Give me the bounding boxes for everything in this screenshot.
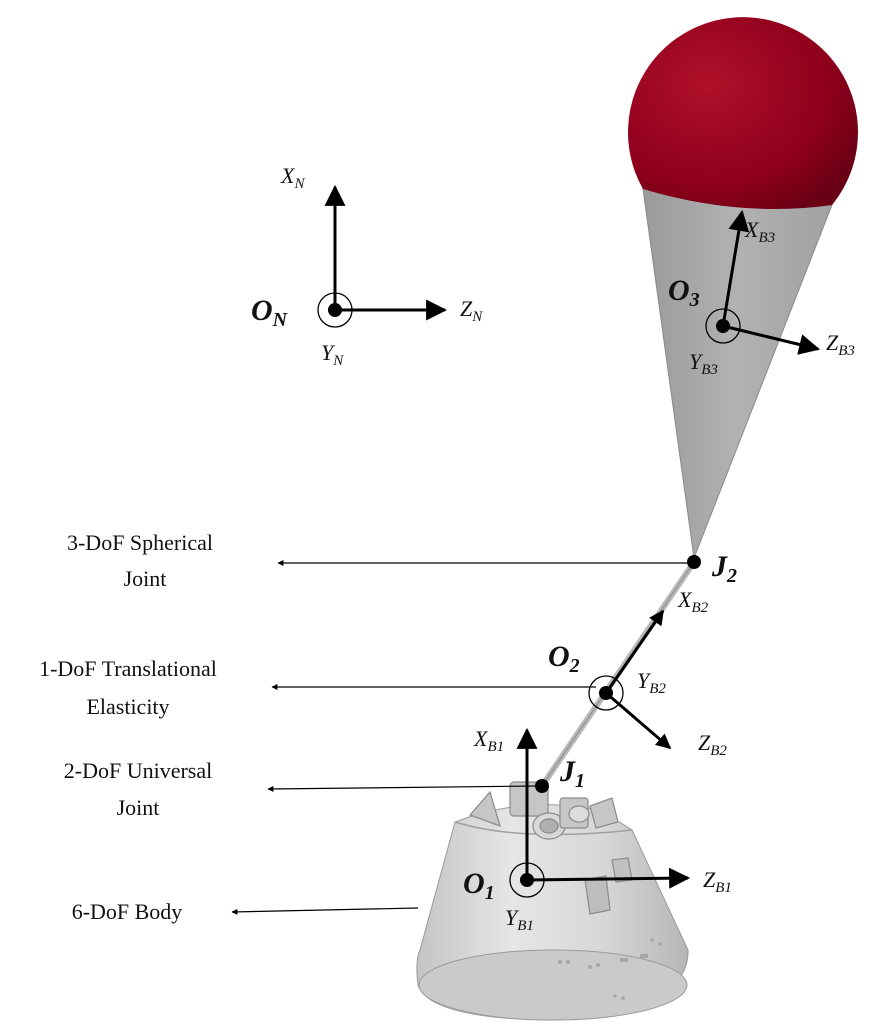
frame-n-y-label: YN — [321, 340, 344, 369]
frame-b2-y-circle — [588, 675, 624, 711]
joint-j2-dot — [687, 555, 701, 569]
capsule-body — [416, 781, 689, 1021]
frame-b2-z-axis — [605, 691, 672, 750]
frame-b2-origin-dot — [599, 686, 613, 700]
frame-b3-z-label: ZB3 — [826, 330, 855, 359]
joint-j2-label: J2 — [711, 550, 737, 587]
label-universal-joint-line1: 2-DoF Universal — [64, 758, 212, 783]
capsule-top-ring — [454, 821, 633, 836]
balloon-body — [627, 17, 858, 560]
frame-b3-x-label: XB3 — [744, 217, 775, 246]
frame-b1-origin-dot — [520, 873, 534, 887]
frame-b1-origin-label: O1 — [463, 867, 495, 904]
joint-j1: J1 — [535, 755, 585, 793]
label-spherical-joint-line1: 3-DoF Spherical — [67, 530, 213, 555]
label-universal-joint-line2: Joint — [117, 795, 160, 820]
joint-j2: J2 — [687, 550, 737, 587]
frame-n-x-label: XN — [280, 163, 305, 192]
label-body: 6-DoF Body — [72, 899, 183, 924]
callout-arrow-universal-joint — [267, 785, 539, 792]
capsule-base — [418, 949, 688, 1021]
frame-b3-x-axis — [721, 209, 750, 327]
joint-j1-dot — [535, 779, 549, 793]
frame-b3-z-axis — [722, 324, 821, 355]
frame-b3-origin-label: O3 — [668, 274, 700, 311]
frame-b3-y-circle — [705, 308, 741, 344]
callout-arrow-body — [231, 907, 419, 915]
callouts: 3-DoF Spherical Joint 1-DoF Translationa… — [39, 530, 690, 924]
frame-b2-origin-label: O2 — [548, 640, 580, 677]
capsule-surface-dots — [558, 938, 662, 1000]
joint-j1-label: J1 — [559, 755, 585, 792]
frame-n-z-label: ZN — [460, 296, 483, 325]
frame-n-origin-label: ON — [251, 294, 289, 331]
label-translational-elasticity-line2: Elasticity — [86, 694, 169, 719]
frame-b3: XB3 ZB3 YB3 O3 — [668, 209, 855, 378]
frame-n: XN ZN YN ON — [251, 163, 483, 369]
frame-b2-y-label: YB2 — [637, 668, 666, 697]
balloon-sphere — [627, 17, 858, 210]
frame-b1-z-axis — [526, 867, 691, 889]
frame-b2-z-label: ZB2 — [698, 730, 727, 759]
frame-n-y-circle — [317, 292, 353, 328]
frame-b1-y-circle — [509, 862, 545, 898]
frame-b1-y-label: YB1 — [505, 905, 534, 934]
frame-b3-y-label: YB3 — [689, 349, 718, 378]
label-spherical-joint-line2: Joint — [124, 566, 167, 591]
frame-b1-z-label: ZB1 — [703, 867, 732, 896]
frame-b2: XB2 YB2 ZB2 O2 — [548, 587, 727, 759]
frame-b1-x-label: XB1 — [473, 726, 504, 755]
frame-b1: XB1 ZB1 YB1 O1 — [463, 726, 732, 934]
frame-b2-x-label: XB2 — [677, 587, 709, 616]
frame-n-origin-dot — [328, 303, 342, 317]
label-translational-elasticity-line1: 1-DoF Translational — [39, 656, 217, 681]
frame-b3-origin-dot — [716, 319, 730, 333]
